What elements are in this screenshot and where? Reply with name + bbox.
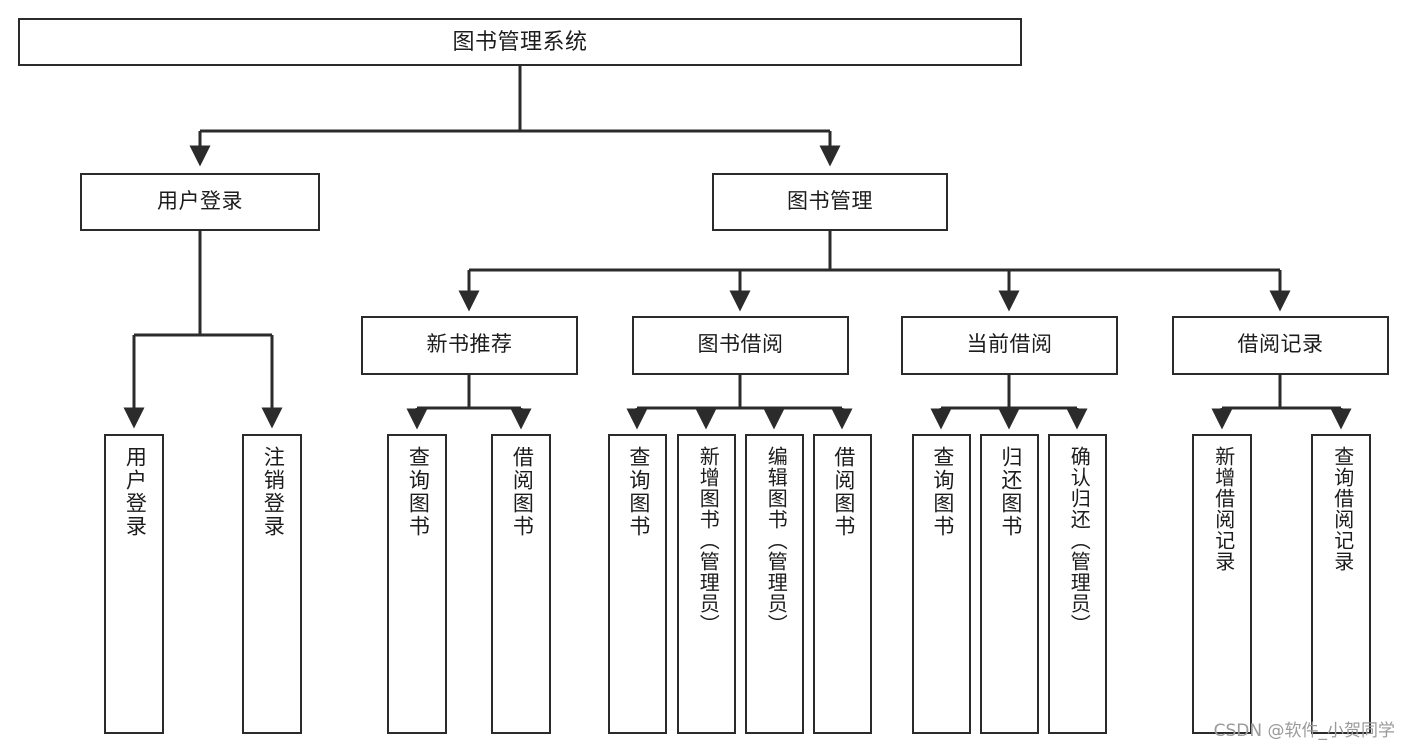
node-leaf-confirm-return-label: 确认归还（管理员）	[1067, 446, 1090, 635]
node-root-label: 图书管理系统	[452, 29, 588, 55]
node-leaf-user-login[interactable]: 用户登录	[104, 434, 164, 734]
node-user-login[interactable]: 用户登录	[80, 173, 320, 231]
node-book-borrow-label: 图书借阅	[697, 333, 784, 357]
node-leaf-borrow-book-2[interactable]: 借阅图书	[813, 434, 872, 734]
node-leaf-user-login-label: 用户登录	[123, 446, 147, 538]
node-root[interactable]: 图书管理系统	[18, 18, 1022, 66]
node-leaf-borrow-book-2-label: 借阅图书	[831, 446, 855, 538]
node-book-manage-label: 图书管理	[787, 189, 873, 213]
node-leaf-return-book-label: 归还图书	[998, 446, 1022, 538]
node-leaf-query-book-3[interactable]: 查询图书	[912, 434, 971, 734]
node-leaf-edit-book[interactable]: 编辑图书（管理员）	[745, 434, 804, 734]
node-new-book-rec-label: 新书推荐	[426, 333, 513, 357]
node-leaf-add-record-label: 新增借阅记录	[1211, 446, 1234, 572]
node-borrow-record[interactable]: 借阅记录	[1172, 316, 1389, 375]
node-new-book-rec[interactable]: 新书推荐	[361, 316, 578, 375]
node-leaf-query-book-2[interactable]: 查询图书	[608, 434, 667, 734]
node-book-manage[interactable]: 图书管理	[712, 173, 948, 231]
node-leaf-borrow-book-1-label: 借阅图书	[510, 446, 534, 538]
node-user-login-label: 用户登录	[157, 189, 243, 213]
node-leaf-return-book[interactable]: 归还图书	[980, 434, 1039, 734]
node-leaf-query-record[interactable]: 查询借阅记录	[1311, 434, 1371, 734]
node-borrow-record-label: 借阅记录	[1237, 333, 1324, 357]
node-leaf-query-book-1-label: 查询图书	[406, 446, 430, 538]
node-leaf-query-book-2-label: 查询图书	[626, 446, 650, 538]
node-leaf-edit-book-label: 编辑图书（管理员）	[764, 446, 787, 635]
csdn-watermark: CSDN @软件_小贺同学	[1213, 721, 1395, 741]
node-leaf-logout-login[interactable]: 注销登录	[242, 434, 302, 734]
node-book-borrow[interactable]: 图书借阅	[632, 316, 849, 375]
node-current-borrow[interactable]: 当前借阅	[901, 316, 1118, 375]
node-leaf-logout-login-label: 注销登录	[261, 446, 285, 538]
node-leaf-add-book[interactable]: 新增图书（管理员）	[677, 434, 736, 734]
node-leaf-query-book-3-label: 查询图书	[930, 446, 954, 538]
node-leaf-add-book-label: 新增图书（管理员）	[696, 446, 719, 635]
node-leaf-query-book-1[interactable]: 查询图书	[387, 434, 447, 734]
node-current-borrow-label: 当前借阅	[966, 333, 1053, 357]
node-leaf-query-record-label: 查询借阅记录	[1330, 446, 1353, 572]
node-leaf-confirm-return[interactable]: 确认归还（管理员）	[1048, 434, 1107, 734]
node-leaf-add-record[interactable]: 新增借阅记录	[1192, 434, 1252, 734]
node-leaf-borrow-book-1[interactable]: 借阅图书	[491, 434, 551, 734]
